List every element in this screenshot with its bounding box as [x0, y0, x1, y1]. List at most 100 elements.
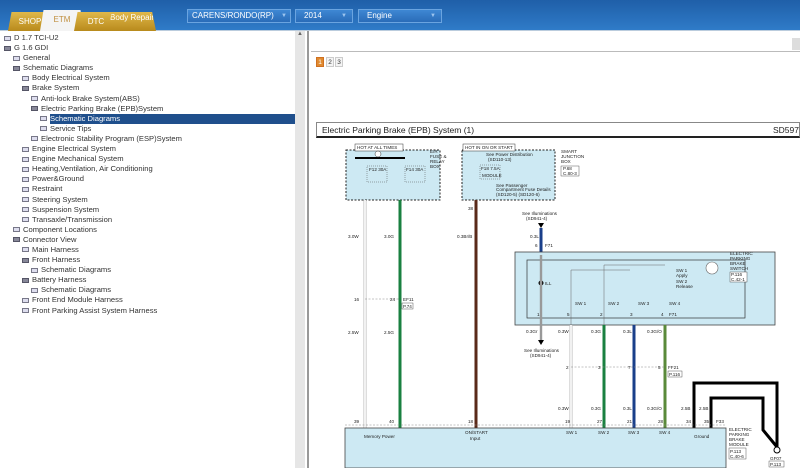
- wire-label: 0.3G: [591, 406, 601, 411]
- fuse-f18-label: F18 7.5A: [481, 166, 501, 171]
- tree-item[interactable]: Schematic Diagrams: [2, 113, 296, 124]
- tree-item[interactable]: Schematic Diagrams: [2, 63, 296, 73]
- year-value: 2014: [304, 11, 322, 20]
- ground-label: GF07: [770, 456, 782, 461]
- tree-item[interactable]: Component Locations: [2, 225, 296, 235]
- tree-item[interactable]: Front Harness: [2, 255, 296, 265]
- tree-item-label: Restraint: [32, 184, 63, 194]
- tree-item-label: Steering System: [32, 194, 88, 204]
- folder-icon: [22, 75, 29, 81]
- hot-all-times-label: HOT AT ALL TIMES: [357, 145, 397, 150]
- ill-label: ILL: [545, 281, 552, 286]
- tree-item-label: Schematic Diagrams: [50, 113, 295, 124]
- switch-ref: C.42-1: [731, 277, 745, 282]
- print-icon[interactable]: [792, 38, 800, 50]
- tree-item[interactable]: Electric Parking Brake (EPB)System: [2, 104, 296, 114]
- tree-item[interactable]: Front End Module Harness: [2, 295, 296, 305]
- model-select[interactable]: CARENS/RONDO(RP)▼: [187, 9, 291, 23]
- tree-item[interactable]: Anti-lock Brake System(ABS): [2, 94, 296, 104]
- er-box-label: RELAY: [430, 159, 445, 164]
- folder-icon: [31, 96, 38, 102]
- folder-icon: [22, 297, 29, 303]
- pin-label: 19: [565, 419, 571, 424]
- switch-sw3-label: SW 3: [638, 301, 650, 306]
- year-select[interactable]: 2014▼: [295, 9, 353, 23]
- tree-item[interactable]: Schematic Diagrams: [2, 285, 296, 295]
- page-3-button[interactable]: 3: [335, 57, 343, 67]
- see-pass-label: See Passenger: [496, 183, 528, 188]
- folder-open-icon: [31, 106, 38, 112]
- tab-dtc[interactable]: DTC: [74, 12, 118, 31]
- parking-brake-icon: [705, 261, 719, 275]
- pin-label: 39: [354, 419, 360, 424]
- sjb-ref: C.80-3: [563, 171, 577, 176]
- tree-item-label: Connector View: [23, 234, 77, 244]
- tree-item[interactable]: Engine Electrical System: [2, 144, 296, 154]
- wire-label: 2.5W: [348, 330, 359, 335]
- wire-label: 0.3G/O: [647, 406, 662, 411]
- fuse-f18: [479, 164, 501, 180]
- fuse-f14-label: F14 30A: [406, 167, 424, 172]
- folder-icon: [22, 146, 29, 152]
- tree-item[interactable]: Steering System: [2, 195, 296, 205]
- module-pin-label: Memory Power: [364, 434, 395, 439]
- tree-item[interactable]: Body Electrical System: [2, 73, 296, 83]
- module-pin-label: SW 4: [659, 430, 671, 435]
- wire-label: 2.5B: [681, 406, 690, 411]
- tab-etm[interactable]: ETM: [40, 10, 84, 31]
- tree-item[interactable]: Power&Ground: [2, 174, 296, 184]
- tree-item[interactable]: Service Tips: [2, 124, 296, 134]
- folder-icon: [22, 156, 29, 162]
- er-box-label: E/R: [430, 149, 438, 154]
- pin-label: 5: [658, 365, 661, 370]
- hot-on-label: HOT IN ON OR START: [465, 145, 513, 150]
- tree-item[interactable]: D 1.7 TCI-U2: [2, 33, 296, 43]
- connector-f33: F33: [716, 419, 724, 424]
- folder-icon: [22, 308, 29, 314]
- page-1-button[interactable]: 1: [316, 57, 324, 67]
- tree-item[interactable]: Front Parking Assist System Harness: [2, 306, 296, 316]
- tree-item[interactable]: Brake System: [2, 83, 296, 93]
- module-pin-label: Input: [470, 436, 481, 441]
- folder-icon: [4, 35, 11, 41]
- folder-icon: [40, 116, 47, 122]
- tree-item-label: Power&Ground: [32, 174, 84, 184]
- folder-icon: [22, 176, 29, 182]
- tree-scrollbar[interactable]: ▲: [295, 31, 305, 468]
- tree-item[interactable]: Connector View: [2, 235, 296, 245]
- tree-item[interactable]: Transaxle/Transmission: [2, 215, 296, 225]
- folder-icon: [13, 227, 20, 233]
- see-power-label: See Power Distribution: [486, 152, 533, 157]
- tree-item[interactable]: Battery Harness: [2, 275, 296, 285]
- tree-item-label: Component Locations: [23, 224, 97, 234]
- arrow-icon: [538, 340, 544, 345]
- tree-item[interactable]: Restraint: [2, 184, 296, 194]
- sjb-label: BOX: [561, 159, 571, 164]
- hot-on-label-box: [462, 143, 516, 152]
- folder-icon: [22, 207, 29, 213]
- sw-apply-label: SW 1: [676, 268, 688, 273]
- tab-body-repair[interactable]: Body Repair: [108, 12, 156, 31]
- tree-item[interactable]: Electronic Stability Program (ESP)System: [2, 134, 296, 144]
- parking-brake-switch: [514, 251, 776, 326]
- tree-item[interactable]: Heating,Ventilation, Air Conditioning: [2, 164, 296, 174]
- scroll-up-icon[interactable]: ▲: [297, 31, 303, 37]
- chevron-down-icon: ▼: [430, 13, 436, 19]
- wire-label: 0.3W: [558, 329, 569, 334]
- pin-label: 3: [630, 312, 633, 317]
- tree-item-label: Anti-lock Brake System(ABS): [41, 93, 140, 103]
- er-box-label: BOX: [430, 164, 440, 169]
- tree-item[interactable]: G 1.6 GDI: [2, 43, 296, 53]
- page-2-button[interactable]: 2: [326, 57, 334, 67]
- tree-item[interactable]: Main Harness: [2, 245, 296, 255]
- see-ill-label: See Illuminations: [522, 211, 558, 216]
- system-select[interactable]: Engine▼: [358, 9, 442, 23]
- tree-item[interactable]: General: [2, 53, 296, 63]
- tree-item[interactable]: Schematic Diagrams: [2, 265, 296, 275]
- tree-item[interactable]: Engine Mechanical System: [2, 154, 296, 164]
- pin-label: 28: [658, 419, 664, 424]
- tree-item[interactable]: Suspension System: [2, 205, 296, 215]
- sjb-ref-box: [560, 165, 580, 177]
